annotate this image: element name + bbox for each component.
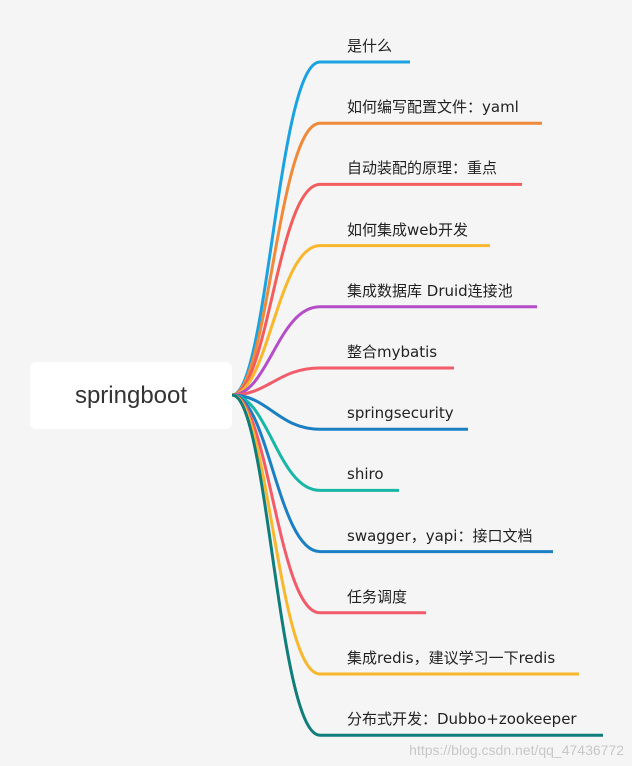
branch-connector bbox=[231, 393, 321, 676]
branch-connector bbox=[231, 121, 321, 397]
branch-connector bbox=[231, 393, 321, 554]
branch-node[interactable]: 是什么 bbox=[347, 37, 393, 55]
branch-node[interactable]: 如何集成web开发 bbox=[347, 220, 469, 239]
branch-node[interactable]: 集成数据库 Druid连接池 bbox=[347, 281, 513, 300]
branch-connector bbox=[231, 393, 321, 431]
branch-connector bbox=[231, 366, 321, 397]
branch-node[interactable]: shiro bbox=[347, 465, 384, 484]
branch-connector bbox=[231, 182, 321, 397]
branch-connector bbox=[231, 244, 321, 397]
branch-node[interactable]: 自动装配的原理：重点 bbox=[347, 159, 498, 178]
branch-node[interactable]: 分布式开发：Dubbo+zookeeper bbox=[347, 710, 577, 729]
branch-node[interactable]: 如何编写配置文件：yaml bbox=[347, 98, 519, 117]
watermark: https://blog.csdn.net/qq_47436772 bbox=[409, 742, 624, 758]
branch-node[interactable]: 集成redis，建议学习一下redis bbox=[347, 649, 556, 667]
branch-node[interactable]: swagger，yapi：接口文档 bbox=[347, 526, 533, 545]
root-node[interactable]: springboot bbox=[30, 362, 232, 429]
branch-connector bbox=[231, 393, 321, 492]
branch-connector bbox=[231, 305, 321, 397]
branch-node[interactable]: springsecurity bbox=[347, 404, 454, 423]
root-node-label: springboot bbox=[74, 381, 188, 409]
branch-node[interactable]: 任务调度 bbox=[347, 587, 408, 606]
branch-connector bbox=[231, 393, 321, 737]
branch-node[interactable]: 整合mybatis bbox=[347, 343, 438, 361]
